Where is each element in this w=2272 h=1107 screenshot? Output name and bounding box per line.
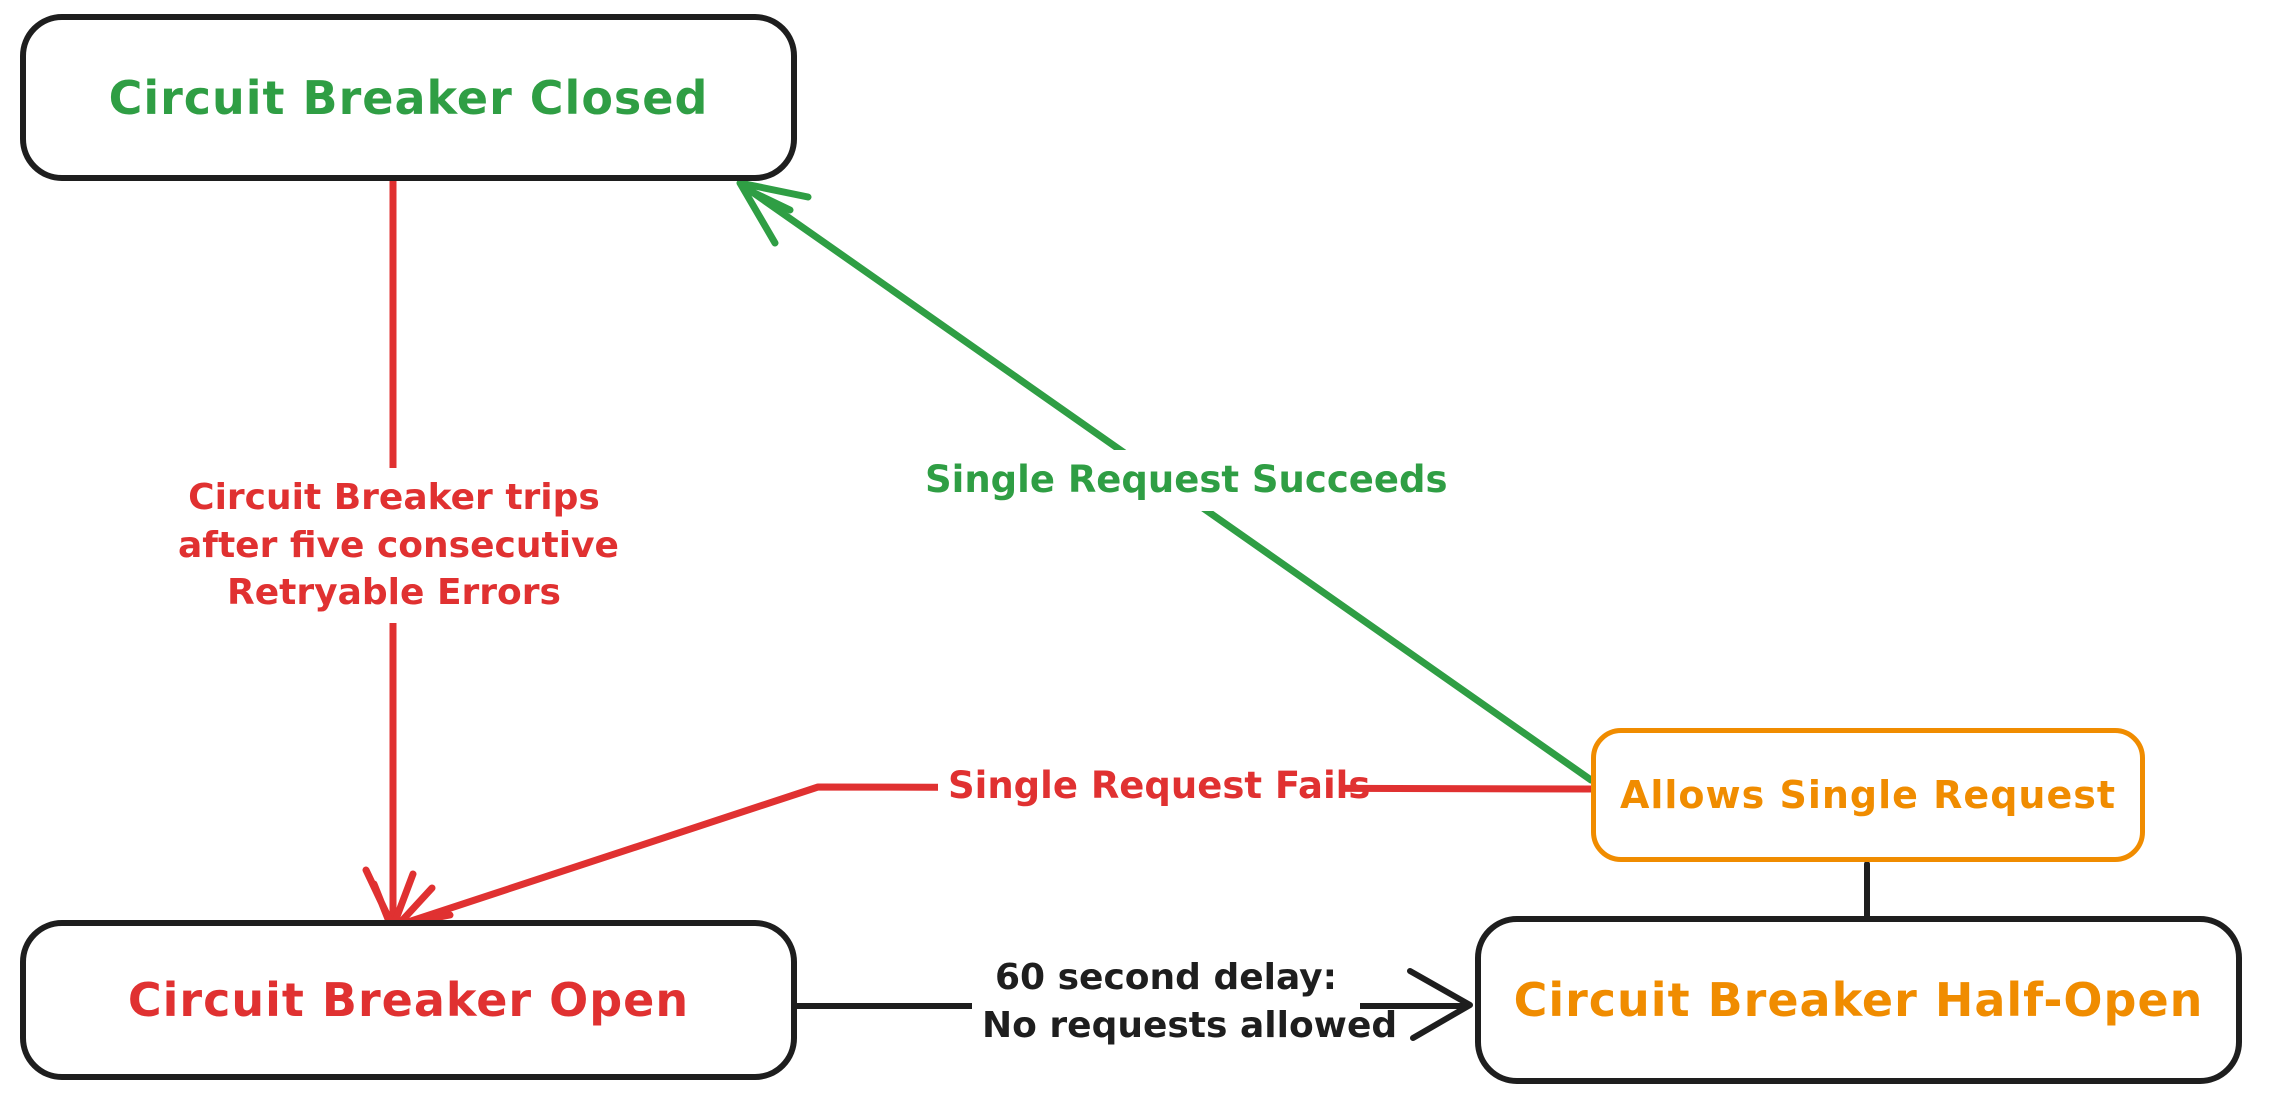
node-open-label: Circuit Breaker Open bbox=[127, 973, 690, 1027]
edge-label-succeeds: Single Request Succeeds bbox=[915, 450, 1448, 511]
edge-label-fails: Single Request Fails bbox=[938, 756, 1371, 817]
edge-label-trips-line3: Retryable Errors bbox=[227, 572, 561, 614]
node-circuit-breaker-closed: Circuit Breaker Closed bbox=[20, 14, 797, 181]
edge-label-delay-line2: No requests allowed bbox=[982, 1004, 1398, 1046]
node-half-open-label: Circuit Breaker Half-Open bbox=[1513, 973, 2204, 1027]
node-allows-label: Allows Single Request bbox=[1619, 773, 2117, 817]
edge-label-fails-text: Single Request Fails bbox=[948, 764, 1371, 807]
node-allows-single-request: Allows Single Request bbox=[1591, 728, 2145, 862]
edge-label-trips-line2: after five consecutive bbox=[178, 524, 619, 566]
arrowhead-down-icon bbox=[362, 866, 417, 931]
edge-label-trips: Circuit Breaker trips after five consecu… bbox=[168, 468, 620, 623]
edge-label-delay-line1: 60 second delay: bbox=[994, 957, 1338, 998]
node-circuit-breaker-open: Circuit Breaker Open bbox=[20, 920, 797, 1080]
arrowhead-up-left-icon bbox=[736, 179, 812, 247]
node-circuit-breaker-half-open: Circuit Breaker Half-Open bbox=[1475, 916, 2242, 1084]
arrowhead-right-icon bbox=[1407, 968, 1473, 1041]
edge-label-trips-line1: Circuit Breaker trips bbox=[188, 477, 600, 518]
edge-label-succeeds-text: Single Request Succeeds bbox=[925, 458, 1448, 501]
node-closed-label: Circuit Breaker Closed bbox=[108, 70, 709, 125]
edge-label-delay: 60 second delay: No requests allowed bbox=[972, 948, 1398, 1056]
